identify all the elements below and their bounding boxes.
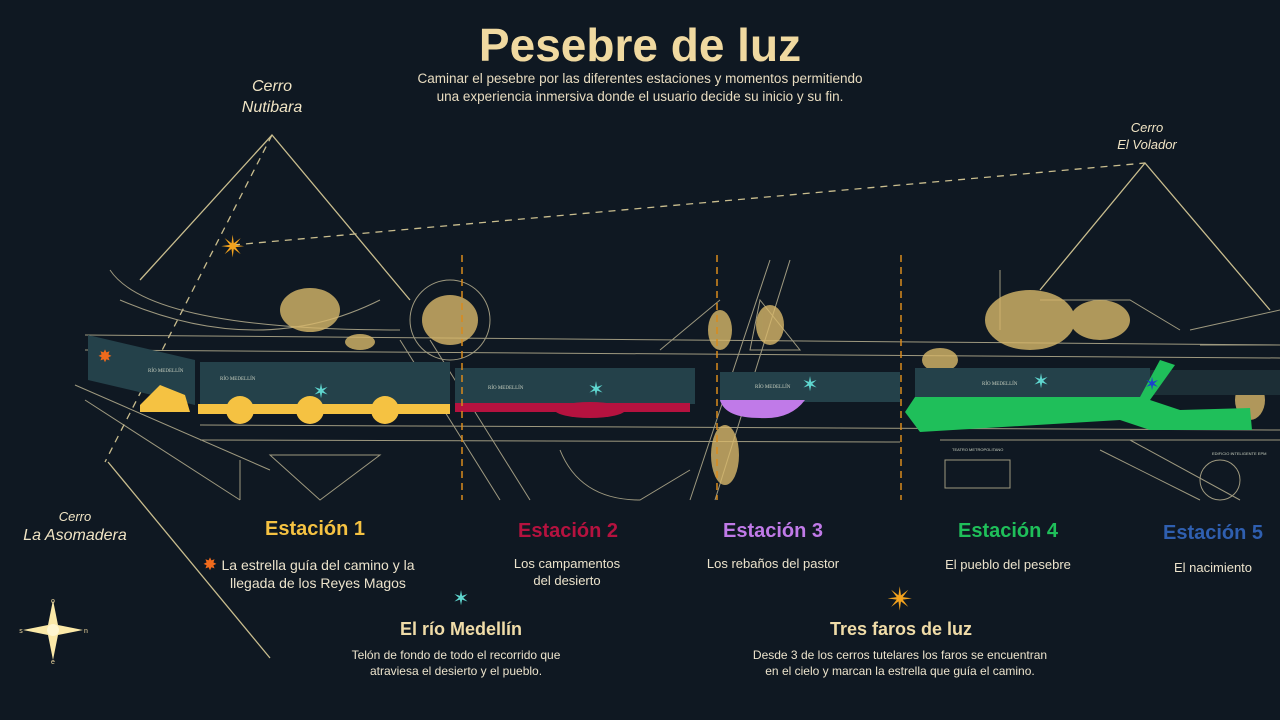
zone-station-4: [905, 360, 1252, 432]
river-heading: El río Medellín: [399, 619, 523, 639]
river-star-icon: ✶: [1033, 369, 1050, 393]
river-label: RÍO MEDELLÍN: [220, 376, 256, 382]
river-label: RÍO MEDELLÍN: [755, 384, 791, 390]
faros-heading: Tres faros de luz: [829, 619, 973, 639]
teatro-label: TEATRO METROPOLITANO: [952, 447, 1003, 452]
nacimiento-star-icon: ✶: [1144, 374, 1159, 395]
guide-star-icon: ✸: [98, 347, 112, 367]
legend-river-star-icon: ✶: [453, 586, 470, 610]
river-band: [915, 368, 1150, 398]
page-title: Pesebre de luz: [478, 19, 802, 71]
river-label: RÍO MEDELLÍN: [982, 381, 1018, 387]
svg-text:o: o: [51, 598, 55, 605]
sight-line-dashed: [232, 162, 1146, 246]
edificio-label: EDIFICIO INTELIGENTE EPM: [1212, 451, 1266, 456]
zone-station-1: [140, 385, 190, 412]
river-label: RÍO MEDELLÍN: [148, 368, 184, 374]
svg-text:e: e: [51, 659, 55, 666]
station-1-title: Estación 1: [264, 518, 366, 540]
river-star-icon: ✶: [313, 379, 330, 403]
lighthouse-star-icon: ✴: [220, 230, 245, 265]
faros-desc: Desde 3 de los cerros tutelares los faro…: [752, 648, 1048, 678]
volador-triangle: [1039, 161, 1271, 311]
river-band: [720, 372, 900, 402]
station-3-desc: Los rebaños del pastor: [706, 556, 840, 571]
svg-text:s: s: [19, 628, 23, 635]
station-5-title: Estación 5: [1162, 522, 1264, 544]
river-band: [88, 335, 195, 405]
asomadera-line: [107, 461, 271, 659]
river-band: [455, 368, 695, 404]
compass-rose-icon: o e s n: [19, 598, 88, 666]
river-star-icon: ✶: [588, 377, 605, 401]
sight-line-dashed: [104, 134, 273, 463]
station-4-title: Estación 4: [957, 520, 1059, 542]
zone-station-1: [198, 404, 450, 414]
zone-station-3: [720, 400, 805, 419]
station-3-title: Estación 3: [722, 520, 824, 542]
river-star-icon: ✶: [802, 372, 819, 396]
station-4-desc: El pueblo del pesebre: [945, 557, 1071, 572]
legend-lighthouse-star-icon: ✴: [887, 580, 914, 618]
station-2-title: Estación 2: [517, 520, 619, 542]
legend-guide-star-icon: ✸: [203, 555, 217, 575]
svg-text:n: n: [84, 628, 88, 635]
river-label: RÍO MEDELLÍN: [488, 385, 524, 391]
nutibara-triangle: [139, 134, 411, 301]
page-subtitle: Caminar el pesebre por las diferentes es…: [417, 71, 863, 104]
station-5-desc: El nacimiento: [1173, 560, 1253, 575]
